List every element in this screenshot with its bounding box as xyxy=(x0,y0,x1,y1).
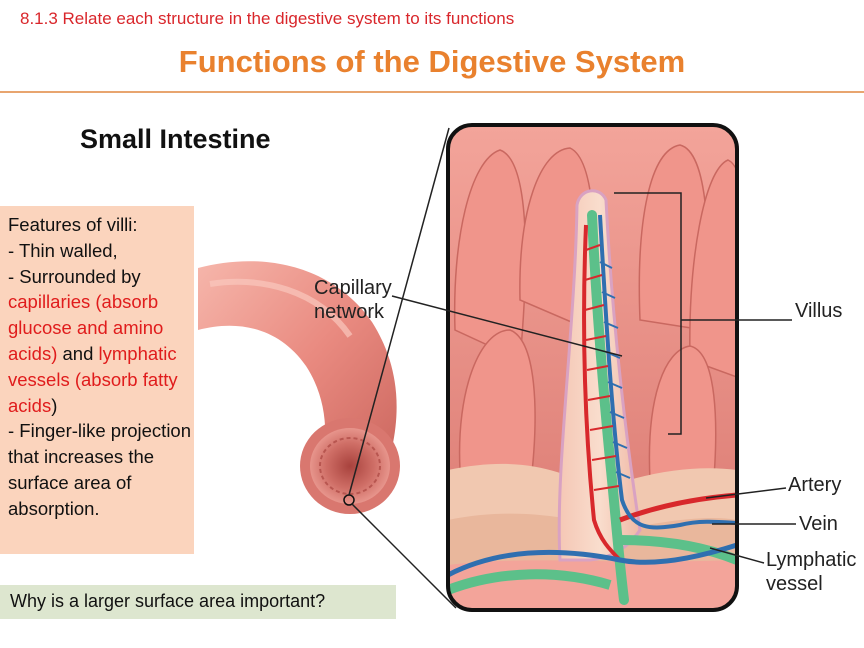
zoom-line-top xyxy=(348,127,450,496)
magnified-panel xyxy=(448,125,737,610)
title-divider xyxy=(0,91,864,93)
feature-capillaries: capillaries (absorb glucose and amino ac… xyxy=(8,291,164,364)
feature-close-paren: ) xyxy=(51,394,58,416)
artery-leader xyxy=(705,487,787,499)
page-title: Functions of the Digestive System xyxy=(178,44,686,79)
capillary-label-line1: Capillary xyxy=(314,277,392,299)
tube-lumen xyxy=(310,428,390,504)
artery-vessel xyxy=(582,224,622,562)
magnified-panel-frame xyxy=(446,123,739,612)
feature-lymphatic-vessels: lymphatic vessels (absorb fatty acids xyxy=(8,342,178,416)
intestine-tube xyxy=(198,261,400,514)
feature-thin-walled: - Thin walled, xyxy=(8,239,118,261)
artery-label: Artery xyxy=(788,474,841,496)
lymphatic-leader xyxy=(709,547,765,564)
learning-objective: 8.1.3 Relate each structure in the diges… xyxy=(20,9,515,28)
capillary-leader xyxy=(391,295,623,357)
vein-vessel xyxy=(598,214,737,530)
lymphatic-label-line2: vessel xyxy=(766,573,823,595)
villus-label: Villus xyxy=(795,300,842,322)
vein-label: Vein xyxy=(799,513,838,535)
lacteal xyxy=(587,210,629,605)
section-subtitle: Small Intestine xyxy=(80,124,271,154)
zoom-line-bottom xyxy=(351,503,457,609)
villus-bracket xyxy=(614,192,682,435)
question-box: Why is a larger surface area important? xyxy=(0,585,396,619)
capillary-label-line2: network xyxy=(314,301,385,323)
features-heading: Features of villi: xyxy=(8,214,138,235)
feature-and: and xyxy=(57,342,94,364)
feature-surrounded: - Surrounded by xyxy=(8,265,141,287)
villi-features-box: Features of villi: - Thin walled, - Surr… xyxy=(0,206,194,554)
feature-finger-like: - Finger-like projection that increases … xyxy=(8,420,192,519)
lymphatic-label-line1: Lymphatic xyxy=(766,549,856,571)
